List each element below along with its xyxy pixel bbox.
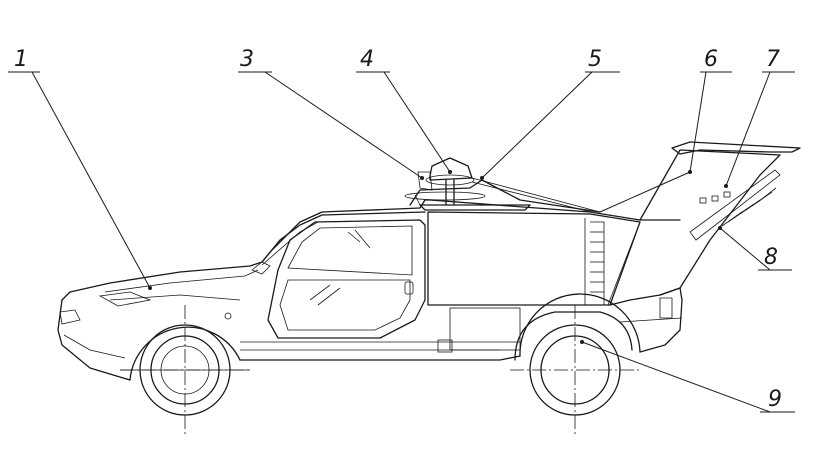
rear-wheel (510, 293, 641, 435)
roof-unit (404, 157, 601, 214)
label-7-callout: 7 (724, 47, 795, 188)
rear-wing (607, 141, 801, 306)
label-3: 3 (240, 47, 254, 72)
box-vents (590, 231, 604, 293)
label-5: 5 (588, 47, 602, 72)
label-6: 6 (704, 47, 718, 72)
label-1-callout: 1 (8, 47, 152, 290)
label-4-callout: 4 (356, 47, 452, 174)
label-9: 9 (768, 387, 782, 412)
label-8-callout: 8 (718, 226, 792, 271)
label-8: 8 (764, 245, 778, 270)
car-body (57, 194, 683, 381)
label-3-callout: 3 (238, 47, 424, 180)
label-1: 1 (14, 47, 28, 72)
label-5-callout: 5 (480, 47, 620, 180)
label-9-callout: 9 (580, 340, 795, 413)
label-4: 4 (360, 47, 374, 72)
wing-louvres (721, 187, 777, 227)
label-6-callout: 6 (599, 47, 732, 213)
label-7: 7 (766, 47, 780, 72)
